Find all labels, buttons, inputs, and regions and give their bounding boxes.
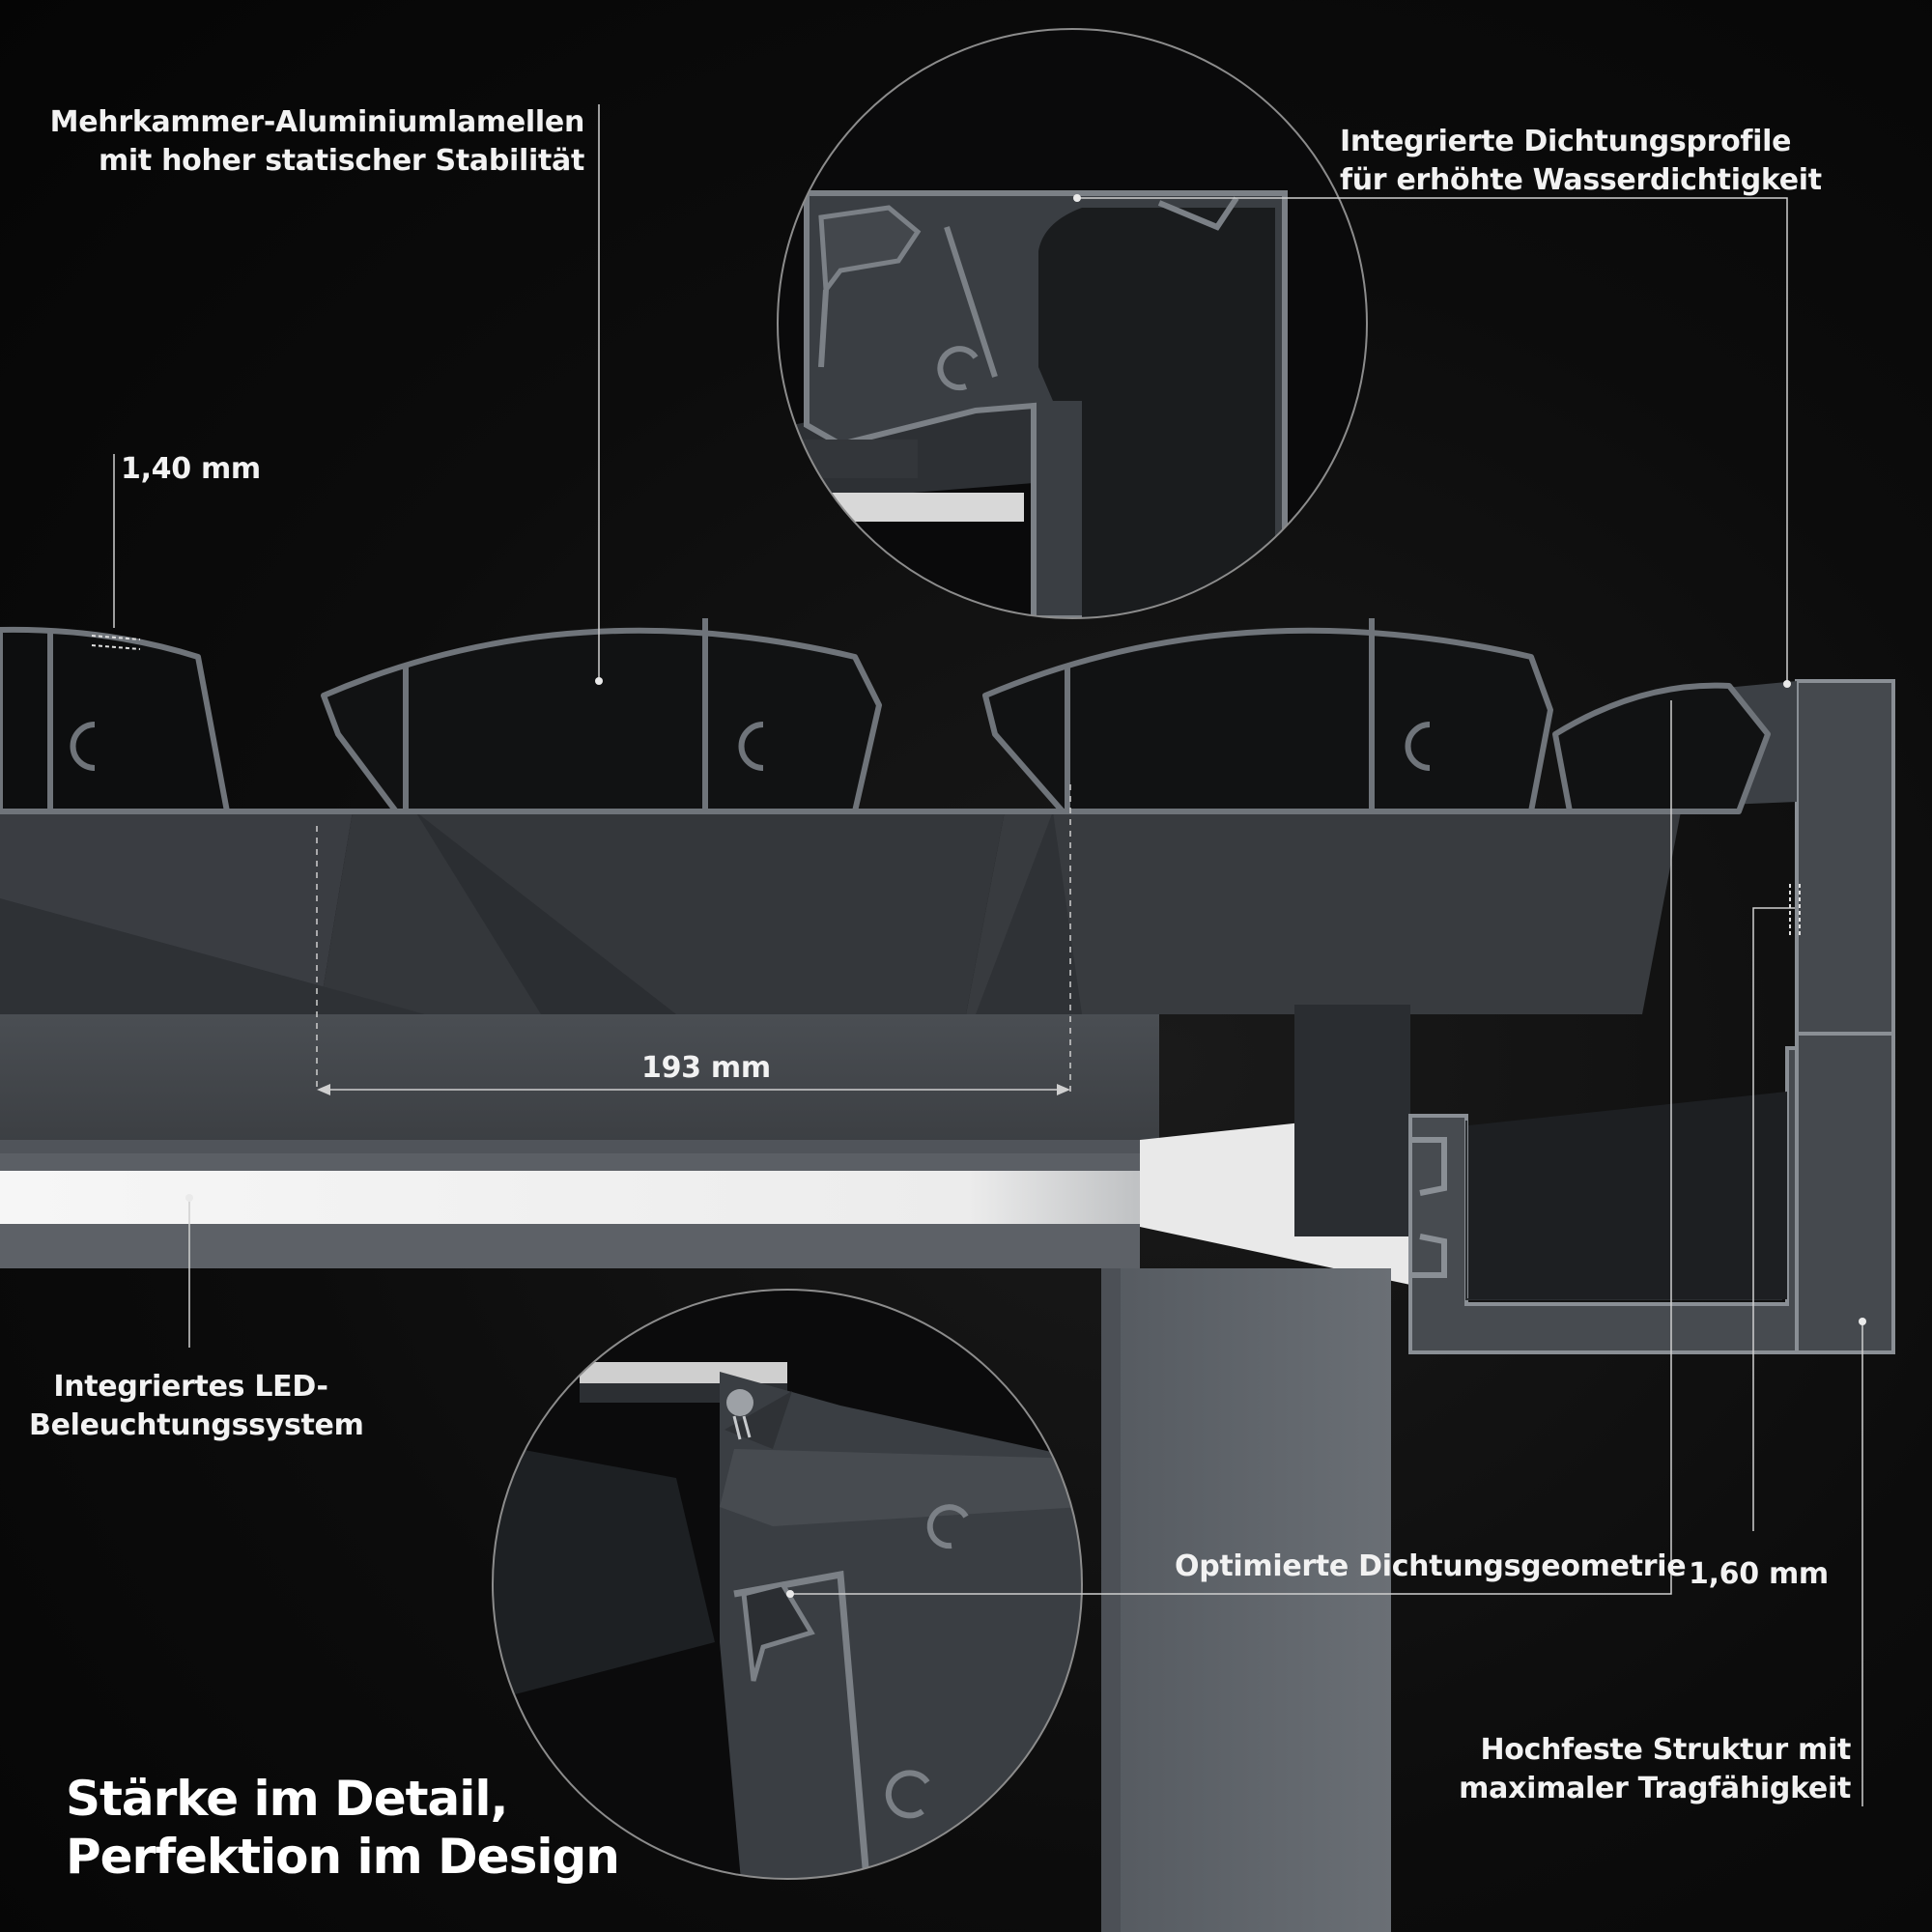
headline: Stärke im Detail, Perfektion im Design — [66, 1770, 620, 1886]
callout-led-line1: Integriertes LED- — [53, 1370, 328, 1404]
lamella-inner-walls — [47, 618, 1431, 811]
callout-struktur: Hochfeste Struktur mit maximaler Tragfäh… — [1459, 1731, 1851, 1808]
detail-circle-seal-profile — [778, 29, 1367, 618]
callout-led-line2: Beleuchtungssystem — [29, 1408, 364, 1442]
lamella-profiles — [0, 626, 1771, 814]
callout-lamellen: Mehrkammer-Aluminiumlamellen mit hoher s… — [49, 103, 585, 181]
gutter-frame-profile — [1408, 679, 1895, 1354]
callout-struktur-line1: Hochfeste Struktur mit — [1480, 1733, 1851, 1767]
callout-lines — [113, 104, 1863, 1806]
callout-lamellen-line1: Mehrkammer-Aluminiumlamellen — [49, 105, 585, 139]
callout-led: Integriertes LED- Beleuchtungssystem — [29, 1368, 364, 1445]
callout-struktur-line2: maximaler Tragfähigkeit — [1459, 1772, 1851, 1805]
wall-thickness-frame-label: 1,60 mm — [1689, 1557, 1829, 1591]
lamella-undersides — [0, 811, 1681, 1014]
main-beam — [0, 1005, 1410, 1285]
wall-thickness-lamella-label: 1,40 mm — [121, 452, 261, 486]
thickness-markers — [91, 635, 1801, 937]
callout-dichtungsprofile-line1: Integrierte Dichtungsprofile — [1340, 125, 1792, 158]
callout-dichtungsprofile: Integrierte Dichtungsprofile für erhöhte… — [1340, 123, 1822, 200]
support-post — [1101, 1268, 1391, 1932]
headline-line1: Stärke im Detail, — [66, 1771, 509, 1827]
callout-lamellen-line2: mit hoher statischer Stabilität — [98, 144, 584, 178]
detail-circle-hinge-profile — [493, 1290, 1082, 1879]
headline-line2: Perfektion im Design — [66, 1829, 620, 1885]
led-strip — [0, 1171, 1140, 1224]
callout-dots — [185, 194, 1866, 1598]
dimension-arrows — [317, 1084, 1070, 1095]
lamella-width-label: 193 mm — [641, 1051, 771, 1085]
callout-dichtungsgeometrie: Optimierte Dichtungsgeometrie — [1175, 1549, 1687, 1583]
callout-dichtungsprofile-line2: für erhöhte Wasserdichtigkeit — [1340, 163, 1822, 197]
